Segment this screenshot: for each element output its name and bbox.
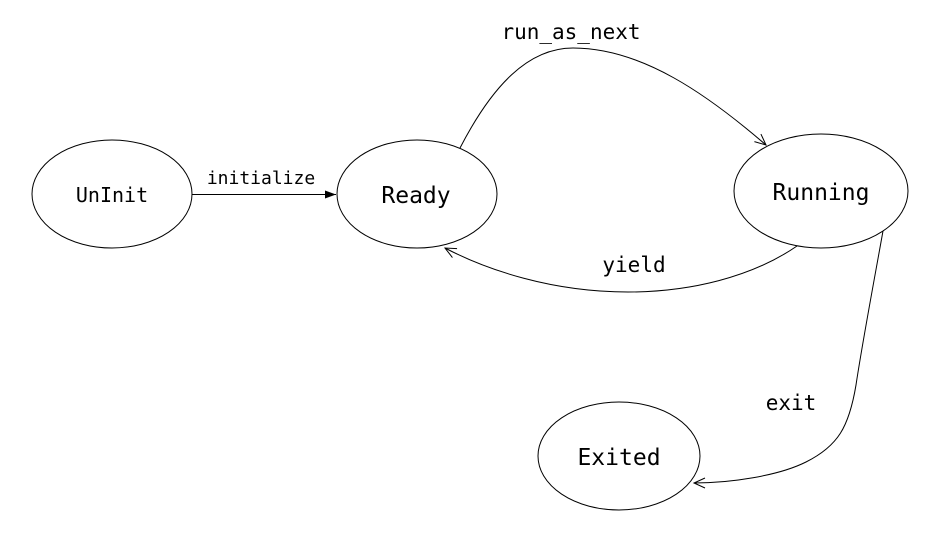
state-label-running: Running: [773, 180, 870, 206]
edge-label-initialize: initialize: [207, 168, 315, 189]
edge-yield-line: [443, 245, 798, 293]
state-label-ready: Ready: [381, 183, 450, 209]
state-node-exited: Exited: [537, 401, 701, 511]
edge-run-as-next-line: [459, 47, 767, 149]
edge-label-run-as-next: run_as_next: [501, 20, 640, 44]
state-ellipse-running: [733, 133, 909, 249]
edge-yield: yield: [443, 245, 798, 293]
edge-initialize: initialize: [192, 168, 336, 199]
edge-exit: exit: [692, 230, 884, 489]
edge-exit-line: [692, 230, 884, 489]
state-node-running: Running: [733, 133, 909, 249]
state-node-ready: Ready: [336, 139, 498, 249]
state-node-uninit: UnInit: [31, 139, 193, 249]
edge-run-as-next: run_as_next: [459, 20, 767, 149]
state-ellipse-uninit: [31, 139, 193, 249]
edge-label-yield: yield: [602, 253, 665, 277]
state-ellipse-ready: [336, 139, 498, 249]
state-ellipse-exited: [537, 401, 701, 511]
state-label-uninit: UnInit: [76, 183, 148, 207]
state-label-exited: Exited: [577, 445, 660, 471]
edge-label-exit: exit: [766, 391, 817, 415]
